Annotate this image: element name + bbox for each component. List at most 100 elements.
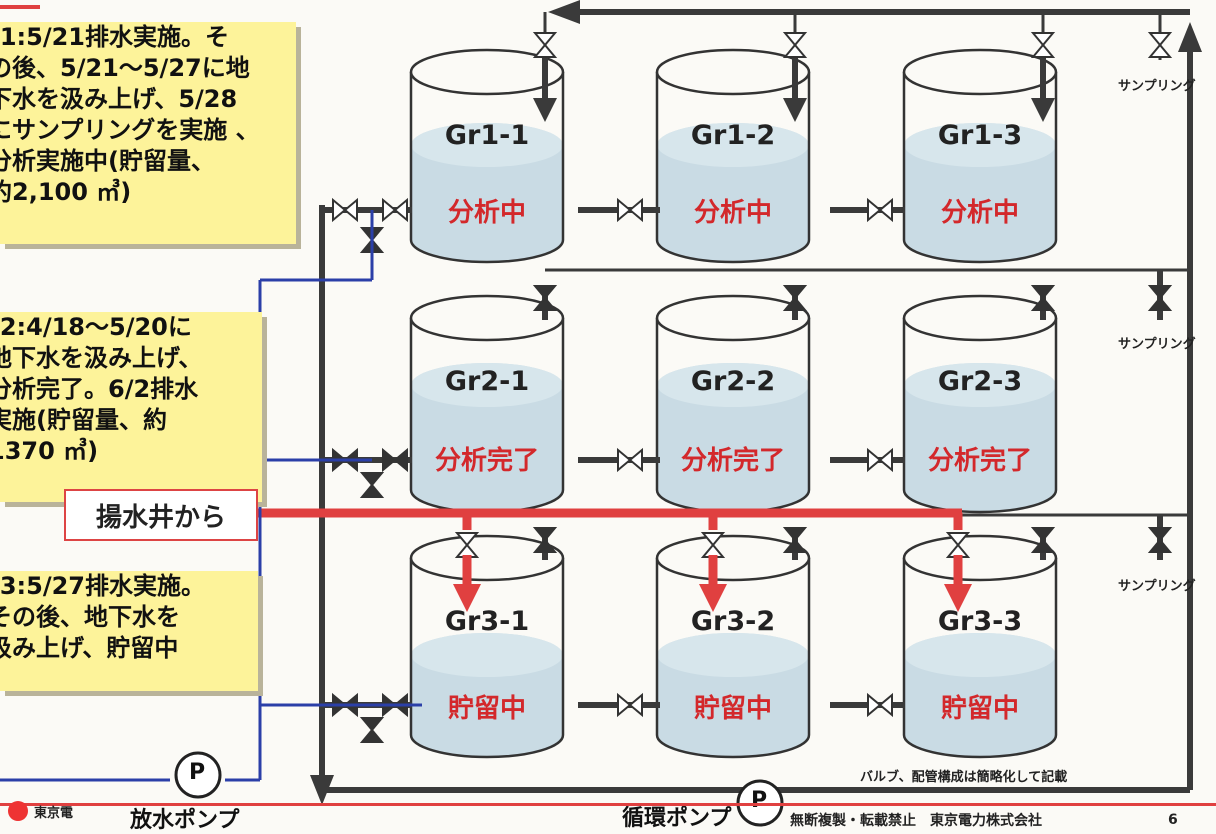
valve-icon — [359, 717, 385, 743]
simplified-note: バルブ、配管構成は簡略化して記載 — [860, 770, 1068, 785]
down-pipes — [542, 55, 1163, 560]
arrow-right-up-icon — [1178, 22, 1202, 52]
valve-icon — [617, 197, 643, 223]
tank-group — [409, 48, 1058, 759]
valve-icon — [382, 447, 408, 473]
valve-icon — [617, 447, 643, 473]
discharge-pump-label: 放水ポンプ — [130, 808, 240, 833]
note-line: 分析完了。6/2排水 — [0, 375, 199, 403]
tank-status: 貯留中 — [915, 688, 1045, 725]
tank-gr1-3 — [902, 48, 1058, 264]
note-line: 1370 ㎥) — [0, 437, 99, 465]
valve-icon — [867, 692, 893, 718]
note-line: 地下水を汲み上げ、 — [0, 344, 203, 372]
note-line: 約2,100 ㎥) — [0, 178, 132, 206]
tank-status: 分析中 — [422, 192, 552, 229]
discharge-pump-icon — [174, 751, 222, 799]
note-gr2: r2:4/18～5/20に地下水を汲み上げ、分析完了。6/2排水実施(貯留量、約… — [0, 312, 262, 502]
tank-gr1-2 — [655, 48, 811, 264]
company-logo-text: 東京電 — [34, 805, 74, 821]
valve-icon — [945, 532, 971, 558]
valve-icon — [782, 527, 808, 553]
valve-icon — [782, 285, 808, 311]
note-gr1: r1:5/21排水実施。その後、5/21～5/27に地下水を汲み上げ、5/28 に… — [0, 22, 296, 244]
arrow-down-icon — [1031, 98, 1055, 122]
sampling-label: サンプリング — [1118, 79, 1196, 94]
note-line: r1:5/21排水実施。そ — [0, 23, 229, 51]
circulation-loop — [319, 9, 1193, 793]
tank-label: Gr3-1 — [444, 606, 530, 637]
valve-icon — [382, 197, 408, 223]
valve-icon — [359, 472, 385, 498]
tank-status: 分析完了 — [915, 440, 1045, 477]
valve-icon — [1030, 32, 1056, 58]
valve-group — [332, 32, 1173, 743]
note-line: にサンプリングを実施 、 — [0, 116, 260, 144]
valve-icon — [1030, 285, 1056, 311]
tank-label: Gr3-2 — [690, 606, 776, 637]
note-line: その後、地下水を — [0, 603, 180, 631]
sampling-label: サンプリング — [1118, 579, 1196, 594]
tank-label: Gr2-3 — [937, 366, 1023, 397]
arrow-down-icon — [533, 98, 557, 122]
tank-status: 分析中 — [668, 192, 798, 229]
arrow-red-down-icon — [944, 584, 972, 612]
tank-status: 分析完了 — [422, 440, 552, 477]
tank-label: Gr2-1 — [444, 366, 530, 397]
valve-icon — [617, 692, 643, 718]
supply-line — [255, 508, 963, 595]
tank-status: 貯留中 — [668, 688, 798, 725]
tank-status: 分析中 — [915, 192, 1045, 229]
company-logo-icon — [8, 801, 28, 821]
circulation-pump-symbol: P — [751, 788, 768, 813]
discharge-pump-symbol: P — [189, 760, 206, 785]
copyright-text: 無断複製・転載禁止 東京電力株式会社 — [790, 813, 1042, 829]
tank-gr2-2 — [655, 294, 811, 514]
tank-gr2-3 — [902, 294, 1058, 514]
valve-icon — [700, 532, 726, 558]
valve-icon — [532, 285, 558, 311]
tank-gr1-1 — [409, 48, 565, 264]
valve-icon — [1147, 285, 1173, 311]
note-line: の後、5/21～5/27に地 — [0, 54, 250, 82]
arrow-top-icon — [548, 0, 580, 24]
circulation-pump-label: 循環ポンプ — [622, 806, 732, 831]
tank-status: 貯留中 — [422, 688, 552, 725]
note-line: r2:4/18～5/20に — [0, 313, 192, 341]
valve-icon — [1147, 32, 1173, 58]
arrow-red-down-icon — [453, 584, 481, 612]
tank-label: Gr1-1 — [444, 120, 530, 151]
tank-gr2-1 — [409, 294, 565, 514]
valve-icon — [867, 447, 893, 473]
page-number: 6 — [1168, 812, 1178, 828]
tank-label: Gr2-2 — [690, 366, 776, 397]
sampling-label: サンプリング — [1118, 337, 1196, 352]
tank-status: 分析完了 — [668, 440, 798, 477]
note-line: 実施(貯留量、約 — [0, 406, 167, 434]
valve-icon — [867, 197, 893, 223]
note-line: r3:5/27排水実施。 — [0, 572, 205, 600]
tank-connectors — [322, 207, 905, 708]
valve-icon — [782, 32, 808, 58]
header-accent-line — [0, 5, 40, 9]
note-gr3: r3:5/27排水実施。その後、地下水を汲み上げ、貯留中 — [0, 571, 258, 691]
arrow-down-icon — [783, 98, 807, 122]
footer-divider — [0, 803, 1216, 806]
tank-label: Gr1-3 — [937, 120, 1023, 151]
valve-icon — [1030, 527, 1056, 553]
valve-icon — [532, 32, 558, 58]
valve-icon — [454, 532, 480, 558]
note-line: 汲み上げ、貯留中 — [0, 634, 179, 662]
company-logo: 東京電 — [8, 801, 73, 821]
arrow-left-down-icon — [310, 775, 334, 805]
valve-icon — [1147, 527, 1173, 553]
valve-icon — [332, 197, 358, 223]
note-line: 下水を汲み上げ、5/28 — [0, 85, 238, 113]
arrow-red-down-icon — [699, 584, 727, 612]
valve-icon — [532, 527, 558, 553]
tank-label: Gr1-2 — [690, 120, 776, 151]
tank-label: Gr3-3 — [937, 606, 1023, 637]
note-line: 分析実施中(貯留量、 — [0, 147, 215, 175]
